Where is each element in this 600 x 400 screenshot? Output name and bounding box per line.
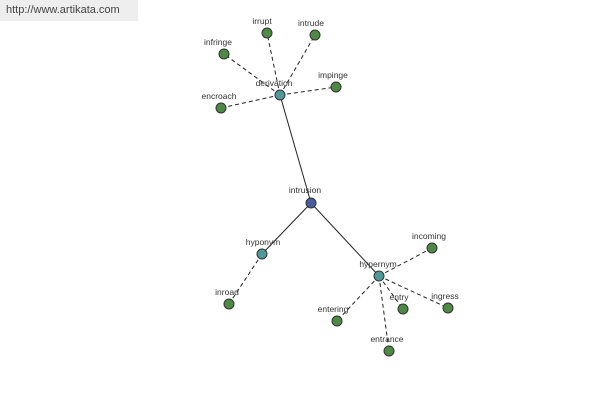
node-encroach[interactable] [215, 102, 227, 114]
edge-hypernym-ingress [378, 275, 449, 309]
edge-derivation-infringe [223, 53, 281, 96]
edge-hypernym-incoming [378, 247, 433, 277]
label-entrance: entrance [370, 334, 403, 344]
label-entry: entry [390, 292, 410, 302]
edge-intrusion-derivation [279, 94, 312, 204]
node-incoming[interactable] [426, 242, 438, 254]
node-entrance[interactable] [383, 345, 395, 357]
node-impinge[interactable] [330, 81, 342, 93]
edge-intrusion-hypernym [310, 202, 380, 277]
node-derivation[interactable] [274, 89, 286, 101]
label-impinge: impinge [318, 70, 348, 80]
graph-edges [220, 32, 449, 352]
edge-hyponym-inroad [228, 253, 263, 305]
label-infringe: infringe [204, 37, 232, 47]
label-incoming: incoming [412, 231, 446, 241]
edge-derivation-intrude [279, 34, 316, 96]
source-url[interactable]: http://www.artikata.com [0, 0, 138, 21]
node-ingress[interactable] [442, 302, 454, 314]
node-entering[interactable] [331, 315, 343, 327]
label-encroach: encroach [202, 91, 237, 101]
label-inroad: inroad [215, 287, 239, 297]
node-hyponym[interactable] [256, 248, 268, 260]
graph-nodes [215, 27, 454, 357]
edge-hypernym-entrance [378, 275, 390, 352]
graph-labels: intrusion derivation irrupt intrude infringe… [202, 16, 459, 344]
node-hypernym[interactable] [373, 270, 385, 282]
edge-hypernym-entering [336, 275, 380, 322]
label-irrupt: irrupt [252, 16, 272, 26]
edge-derivation-irrupt [266, 32, 281, 96]
label-derivation: derivation [256, 78, 293, 88]
node-infringe[interactable] [218, 48, 230, 60]
label-entering: entering [318, 304, 349, 314]
edge-derivation-encroach [220, 94, 281, 109]
label-ingress: ingress [431, 291, 458, 301]
label-intrusion: intrusion [289, 185, 321, 195]
label-hypernym: hypernym [359, 259, 396, 269]
edge-derivation-impinge [279, 86, 337, 96]
label-hyponym: hyponym [246, 237, 281, 247]
label-intrude: intrude [298, 18, 324, 28]
node-intrusion[interactable] [305, 197, 317, 209]
node-intrude[interactable] [309, 29, 321, 41]
node-irrupt[interactable] [261, 27, 273, 39]
edge-intrusion-hyponym [261, 202, 312, 255]
node-inroad[interactable] [223, 298, 235, 310]
node-entry[interactable] [397, 303, 409, 315]
